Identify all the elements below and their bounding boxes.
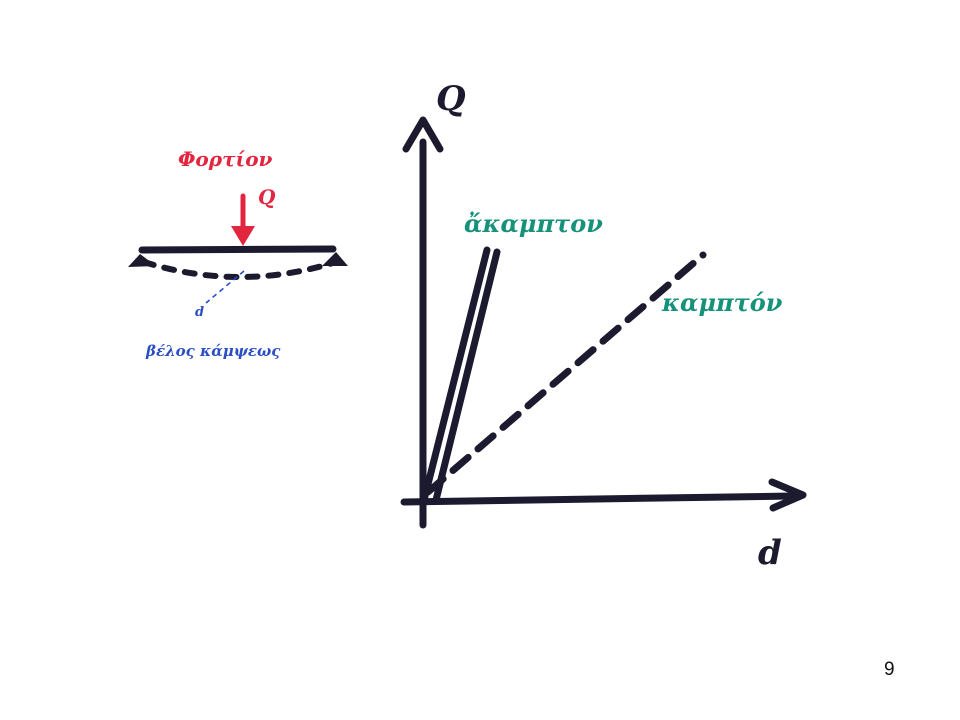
load-symbol: Q [258,185,276,209]
beam-sketch: Φορτίον Q d βέλος κάμψεως [128,147,348,360]
flexible-line-label: καμπτόν [661,288,783,317]
load-label: Φορτίον [178,147,273,171]
y-axis-label: Q [436,79,466,119]
deflection-label: βέλος κάμψεως [145,342,281,360]
rigid-line-label: ἄκαμπτον [464,209,603,238]
x-axis [400,492,796,506]
x-axis-arrow-icon [768,478,807,512]
x-axis-label: d [758,533,782,573]
load-arrow-icon [231,193,255,246]
y-axis-arrow-icon [402,116,444,153]
rigid-line [420,246,501,504]
beam [138,245,337,254]
deflection-symbol: d [195,305,204,320]
flexible-line [424,251,707,496]
load-deflection-graph: Q d ἄκαμπτον καμπτόν [400,79,807,573]
page-number: 9 [884,659,895,680]
deflected-shape [141,259,339,280]
